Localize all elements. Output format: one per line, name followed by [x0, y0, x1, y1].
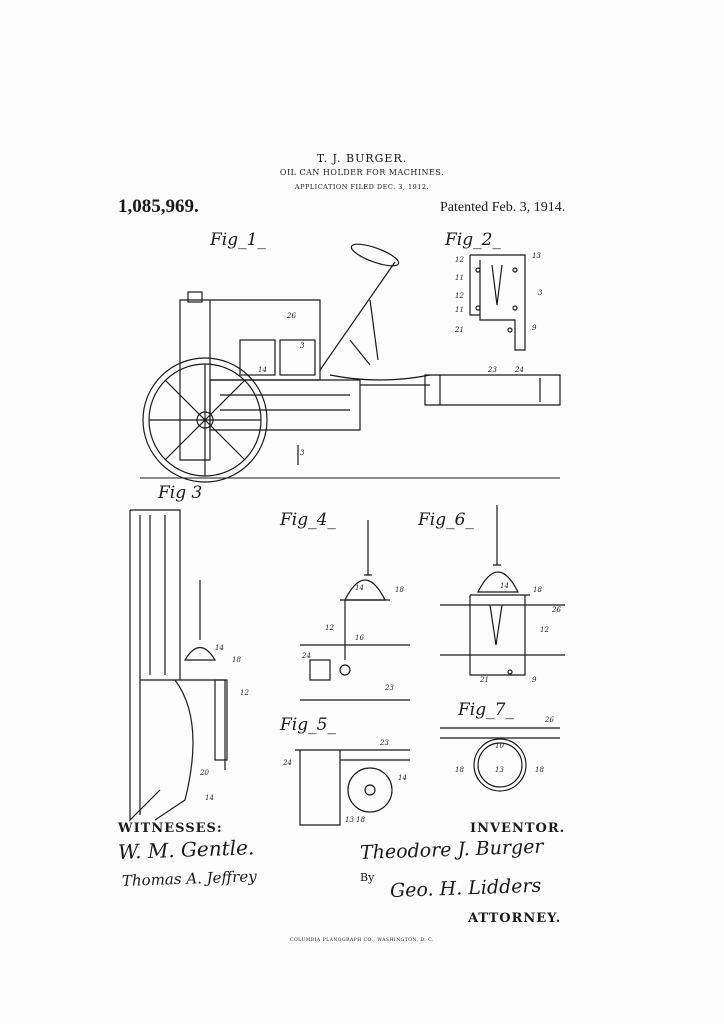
fig-3-label: Fig 3 — [158, 483, 203, 503]
svg-text:9: 9 — [532, 676, 537, 684]
svg-text:18: 18 — [455, 766, 464, 774]
inventor-name: T. J. BURGER. — [316, 152, 408, 165]
fig-6-drawing: 14 18 26 12 21 9 — [440, 505, 565, 684]
svg-text:14: 14 — [215, 644, 224, 652]
svg-text:24: 24 — [282, 759, 292, 767]
svg-text:14: 14 — [258, 366, 267, 374]
svg-text:16: 16 — [355, 634, 364, 642]
svg-text:10: 10 — [495, 742, 504, 750]
svg-text:12: 12 — [325, 624, 334, 632]
fig-5-drawing: 23 24 14 13 18 — [282, 739, 410, 826]
fig-4-drawing: 14 18 12 16 23 24 — [300, 520, 410, 701]
svg-text:23: 23 — [384, 684, 394, 692]
inventor-label: INVENTOR. — [470, 821, 566, 836]
fig-2-label: Fig_2_ — [445, 230, 501, 250]
svg-text:18: 18 — [395, 586, 404, 594]
svg-text:14: 14 — [398, 774, 407, 782]
svg-text:11: 11 — [455, 306, 464, 314]
svg-text:12: 12 — [455, 256, 464, 264]
svg-text:3: 3 — [538, 289, 543, 297]
svg-text:18: 18 — [535, 766, 544, 774]
fig-3-section-drawing: 14 18 12 20 14 — [129, 509, 249, 822]
fig-1-label: Fig_1_ — [210, 230, 266, 250]
svg-text:14: 14 — [500, 582, 509, 590]
svg-text:23: 23 — [379, 739, 389, 747]
fig-1-automobile-drawing: 3 3 14 23 24 26 — [140, 243, 561, 483]
by-label: By — [360, 871, 375, 884]
fig-2-bracket-drawing: 12 13 11 12 3 11 21 9 — [454, 252, 543, 351]
patented-date: Patented Feb. 3, 1914. — [440, 200, 566, 215]
witnesses-label: WITNESSES: — [118, 821, 223, 836]
svg-text:24: 24 — [514, 366, 524, 374]
svg-text:12: 12 — [540, 626, 549, 634]
svg-text:21: 21 — [454, 326, 464, 334]
svg-text:13: 13 — [532, 252, 541, 260]
svg-text:12: 12 — [455, 292, 464, 300]
svg-text:14: 14 — [205, 794, 214, 802]
svg-text:21: 21 — [479, 676, 489, 684]
svg-text:9: 9 — [532, 324, 537, 332]
fig-7-drawing: 10 13 18 18 26 — [440, 716, 560, 792]
fig-6-label: Fig_6_ — [418, 510, 474, 530]
svg-text:23: 23 — [487, 366, 497, 374]
patent-title: OIL CAN HOLDER FOR MACHINES. — [279, 168, 445, 177]
svg-text:11: 11 — [455, 274, 464, 282]
fig-7-label: Fig_7_ — [458, 700, 514, 720]
patent-number: 1,085,969. — [118, 196, 199, 217]
fig-5-label: Fig_5_ — [280, 715, 336, 735]
svg-text:13: 13 — [495, 766, 504, 774]
witness-1-signature: W. M. Gentle. — [117, 835, 255, 864]
svg-text:20: 20 — [199, 769, 209, 777]
svg-text:18: 18 — [533, 586, 542, 594]
attorney-label: ATTORNEY. — [468, 911, 562, 926]
svg-text:18: 18 — [232, 656, 241, 664]
application-filed: APPLICATION FILED DEC. 3, 1912. — [294, 183, 430, 191]
fig-4-label: Fig_4_ — [280, 510, 336, 530]
svg-text:26: 26 — [544, 716, 554, 724]
svg-text:24: 24 — [301, 652, 311, 660]
attorney-signature: Geo. H. Lidders — [389, 874, 542, 902]
svg-text:3: 3 — [300, 342, 305, 350]
svg-text:26: 26 — [286, 312, 296, 320]
printer-credit: COLUMBIA PLANOGRAPH CO., WASHINGTON, D. … — [290, 938, 434, 943]
svg-text:14: 14 — [355, 584, 364, 592]
svg-text:3: 3 — [300, 449, 305, 457]
svg-text:13 18: 13 18 — [345, 816, 366, 824]
svg-text:26: 26 — [551, 606, 561, 614]
svg-text:12: 12 — [240, 689, 249, 697]
